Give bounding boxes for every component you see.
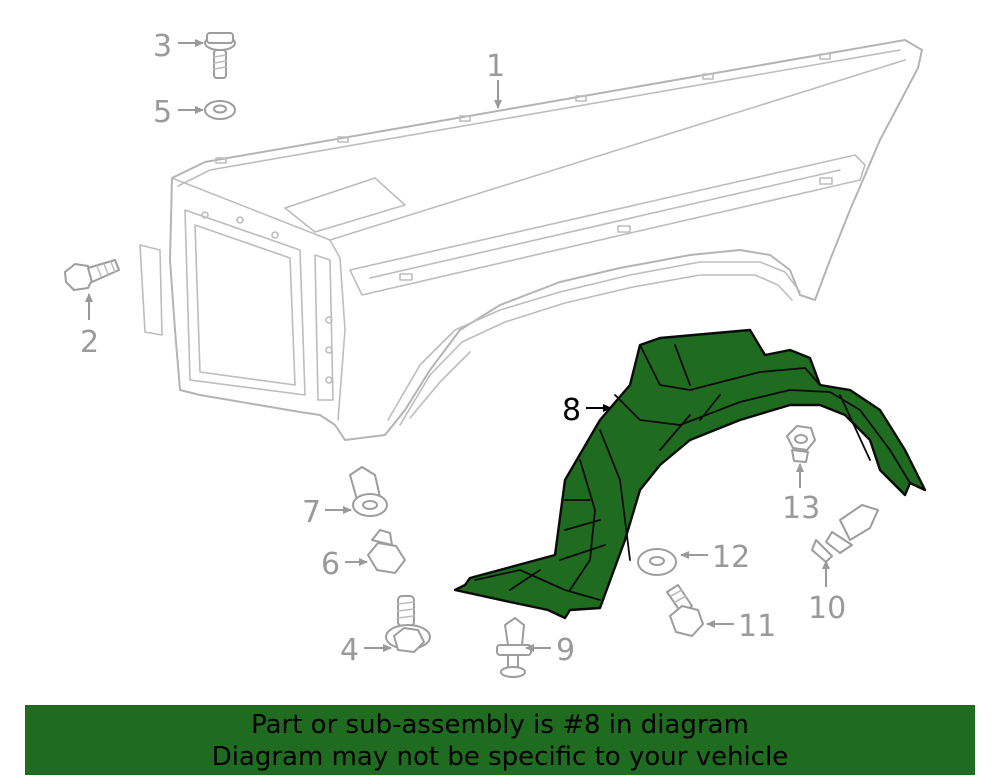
callout-8: 8 xyxy=(562,393,581,428)
parts-diagram: 1 2 3 4 5 6 7 8 9 10 11 12 13 xyxy=(64,29,927,678)
callout-13: 13 xyxy=(782,491,820,526)
callout-5: 5 xyxy=(153,95,172,130)
bolt-part-4 xyxy=(385,595,431,653)
clip-part-10 xyxy=(811,504,879,563)
callout-6: 6 xyxy=(321,547,340,582)
nut-part-13 xyxy=(786,425,816,463)
callout-9: 9 xyxy=(556,633,575,668)
callout-2: 2 xyxy=(80,325,99,360)
leader-arrows xyxy=(85,39,830,652)
washer-part-5 xyxy=(204,100,236,120)
callout-1: 1 xyxy=(486,49,505,84)
bolt-part-2 xyxy=(64,259,120,291)
callout-3: 3 xyxy=(153,29,172,64)
notice-line-1: Part or sub-assembly is #8 in diagram xyxy=(251,710,749,740)
callout-12: 12 xyxy=(712,540,750,575)
callout-10: 10 xyxy=(808,591,846,626)
fender-panel xyxy=(139,39,923,441)
notice-banner: Part or sub-assembly is #8 in diagram Di… xyxy=(25,705,975,775)
cap-part-6 xyxy=(367,529,406,574)
callout-11: 11 xyxy=(738,609,776,644)
notice-line-2: Diagram may not be specific to your vehi… xyxy=(211,742,789,772)
fender-liner-highlight xyxy=(453,328,927,620)
washer-part-12 xyxy=(637,548,677,576)
callout-7: 7 xyxy=(302,495,321,530)
callout-4: 4 xyxy=(340,633,359,668)
bolt-part-11 xyxy=(666,584,704,637)
clip-part-9 xyxy=(496,617,532,678)
pin-part-7 xyxy=(349,466,388,517)
screw-part-3 xyxy=(204,32,236,79)
